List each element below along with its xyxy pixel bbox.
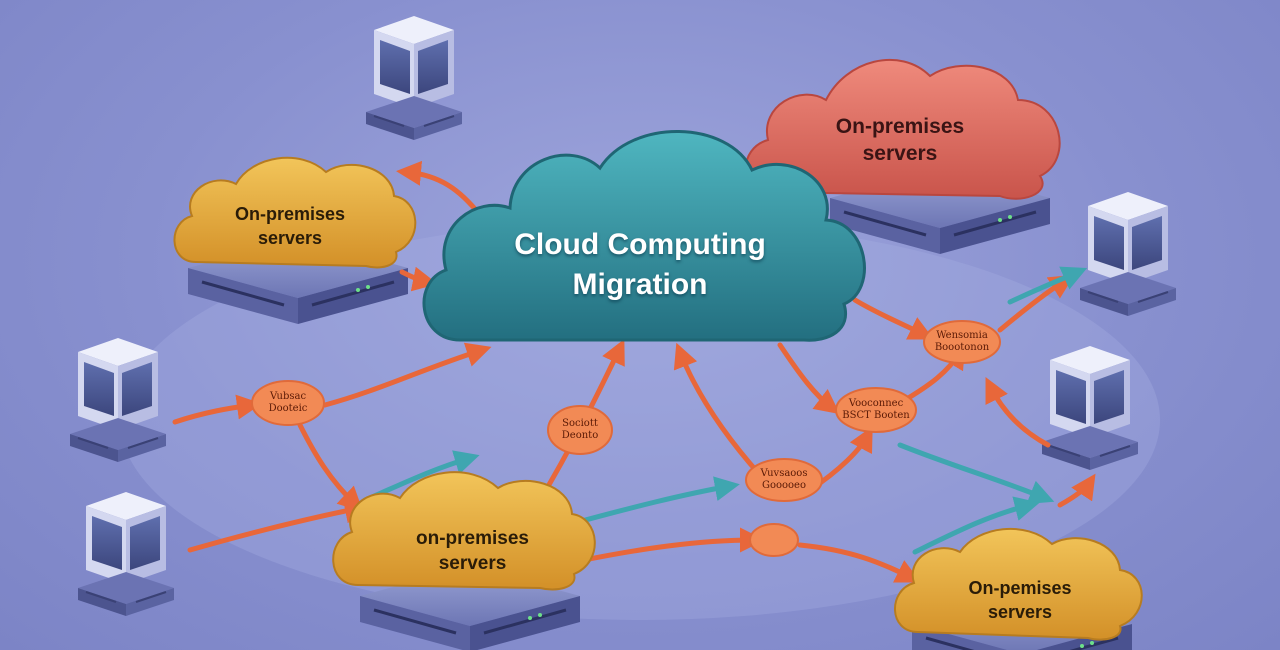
- node-label-line2: Deonto: [561, 430, 599, 441]
- cloud-icon: [173, 156, 417, 269]
- computer-tower-icon: [1079, 191, 1177, 317]
- node-label-line2: Dooteic: [268, 403, 308, 414]
- node-label: Vubsac Dooteic: [250, 391, 326, 415]
- cloud-icon: [894, 527, 1143, 641]
- node-label: Wensomia Boootonon: [922, 330, 1002, 354]
- process-nodes: [251, 320, 1001, 557]
- cloud-label-line1: On-premises: [234, 204, 346, 224]
- computer-tower-icon: [77, 491, 175, 617]
- yellow-cloud-label-right: On-pemises servers: [910, 576, 1130, 624]
- cloud-label-line1: On-premises: [835, 115, 965, 138]
- main-cloud-title-line2: Migration: [572, 268, 708, 301]
- node-label: Sociott Deonto: [546, 418, 614, 442]
- node-label-line1: Wensomia: [936, 330, 988, 341]
- cloud-label-line1: On-pemises: [968, 578, 1072, 598]
- node-label-line1: Vuvsaoos: [760, 468, 808, 479]
- node-label-line2: BSCT Booten: [842, 410, 910, 421]
- cloud-label-line2: servers: [438, 553, 507, 574]
- cloud-icon: [744, 59, 1061, 200]
- node-label: Vuvsaoos Gooooeo: [744, 468, 824, 492]
- cloud-label-line1: on-premises: [416, 528, 529, 549]
- cloud-label-line2: servers: [257, 228, 323, 248]
- yellow-cloud-label-bottom: on-premises servers: [360, 526, 585, 576]
- node-label-line1: Sociott: [562, 418, 598, 429]
- computer-tower-icon: [1041, 345, 1139, 471]
- cloud-icon: [332, 471, 596, 591]
- main-cloud-label: Cloud Computing Migration: [470, 225, 810, 305]
- node-label: Vooconnec BSCT Booten: [834, 398, 918, 422]
- yellow-cloud-label-left: On-premises servers: [185, 202, 395, 250]
- cloud-icon: [422, 130, 866, 342]
- red-cloud-label: On-premises servers: [790, 113, 1010, 167]
- node-label-line2: Gooooeo: [761, 480, 806, 491]
- node-label-line1: Vubsac: [269, 391, 307, 402]
- computer-tower-icon: [69, 337, 167, 463]
- cloud-label-line2: servers: [862, 142, 938, 165]
- computer-tower-icon: [365, 15, 463, 141]
- cloud-label-line2: servers: [987, 602, 1053, 622]
- node-label-line1: Vooconnec: [848, 398, 904, 409]
- main-cloud-title-line1: Cloud Computing: [514, 228, 766, 261]
- node-label-line2: Boootonon: [934, 342, 990, 353]
